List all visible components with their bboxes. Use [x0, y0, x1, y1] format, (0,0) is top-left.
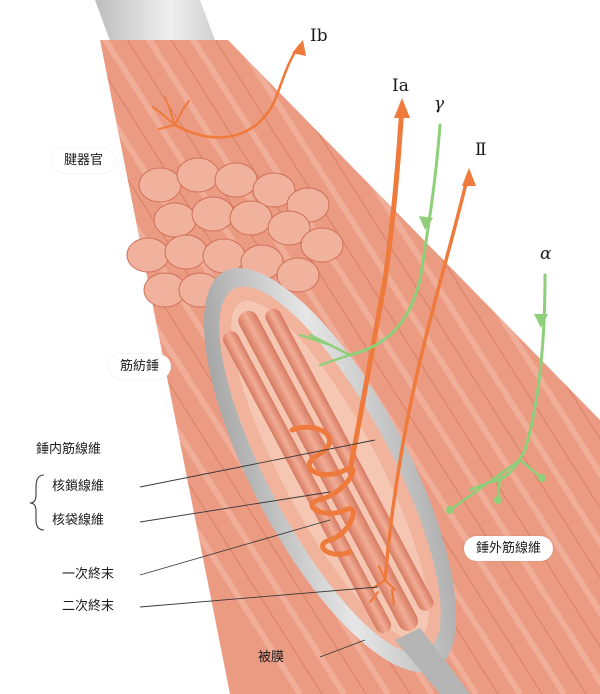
- label-extrafusal-fiber: 錘外筋線維: [464, 536, 554, 561]
- fiber-cross-section: [229, 200, 273, 236]
- fiber-cross-section: [164, 234, 208, 270]
- label-secondary-ending: 二次終末: [62, 599, 115, 614]
- label-ii: Ⅱ: [475, 140, 487, 160]
- fiber-cross-section: [126, 237, 170, 273]
- fiber-cross-section: [191, 196, 235, 232]
- label-ia: Ia: [392, 76, 409, 96]
- fiber-cross-section: [176, 157, 220, 193]
- primary-ending-coil: [289, 424, 356, 557]
- label-capsule: 被膜: [258, 650, 285, 665]
- fiber-cross-section: [214, 162, 258, 198]
- nerve-ib: [173, 43, 302, 139]
- label-alpha: α: [540, 244, 552, 264]
- leader-lines: [139, 439, 379, 658]
- nerve-gamma: [348, 123, 442, 357]
- label-muscle-spindle: 筋紡錘: [108, 354, 172, 379]
- tendon-organ-endings: [152, 96, 190, 130]
- label-nuclear-chain-fiber: 核鎖線維: [52, 479, 105, 494]
- fiber-cross-section: [276, 257, 320, 293]
- fiber-cross-section: [267, 210, 311, 246]
- capsule-tail: [395, 628, 470, 694]
- muscle-fiber-line: [209, 40, 600, 694]
- nerve-ii: [383, 173, 470, 582]
- alpha-endplates: [448, 458, 544, 512]
- muscle-fiber-line: [189, 40, 600, 694]
- fiber-cross-sections: [126, 157, 344, 308]
- fiber-cross-section: [252, 172, 296, 208]
- fiber-cross-section: [138, 167, 182, 203]
- secondary-ending: [368, 564, 397, 606]
- gamma-endings: [298, 333, 352, 367]
- intrafusal-brace: [29, 474, 45, 531]
- label-intrafusal-fiber: 錘内筋線維: [36, 442, 102, 457]
- muscle-fiber-line: [145, 40, 587, 694]
- label-primary-ending: 一次終末: [62, 567, 115, 582]
- muscle-fiber-line: [100, 40, 303, 694]
- label-nuclear-bag-fiber: 核袋線維: [52, 513, 105, 528]
- fiber-cross-section: [202, 238, 246, 274]
- label-ib: Ib: [310, 26, 328, 46]
- label-tendon-organ: 腱器官: [52, 148, 116, 173]
- label-gamma: γ: [434, 94, 445, 114]
- nerve-ia: [347, 102, 405, 473]
- fiber-cross-section: [300, 227, 344, 263]
- fiber-cross-section: [153, 202, 197, 238]
- muscle-fiber-line: [121, 40, 567, 694]
- muscle-fiber-line: [165, 40, 600, 694]
